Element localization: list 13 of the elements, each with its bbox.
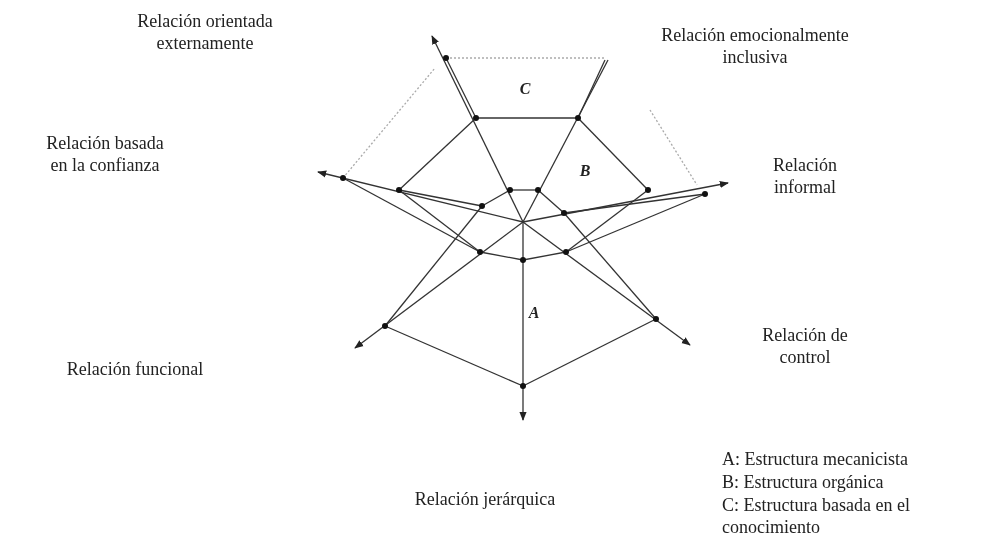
legend-note: B: Estructura orgánica — [722, 471, 885, 493]
axis-label: Relación basada en la confianza — [45, 132, 165, 176]
region-letter: B — [578, 161, 592, 181]
axis-label: Relación jerárquica — [413, 488, 557, 510]
axis-label: Relación informal — [772, 154, 838, 198]
axis-label: Relación emocionalmente inclusiva — [660, 24, 850, 68]
axis-label: Relación de control — [761, 324, 849, 368]
axis-label: Relación orientada externamente — [136, 10, 274, 54]
region-letter: A — [527, 303, 541, 323]
region-letter: C — [518, 79, 532, 99]
axis-label: Relación funcional — [65, 358, 205, 380]
legend-note: C: Estructura basada en el conocimiento — [722, 494, 911, 538]
legend-note: A: Estructura mecanicista — [722, 448, 909, 470]
